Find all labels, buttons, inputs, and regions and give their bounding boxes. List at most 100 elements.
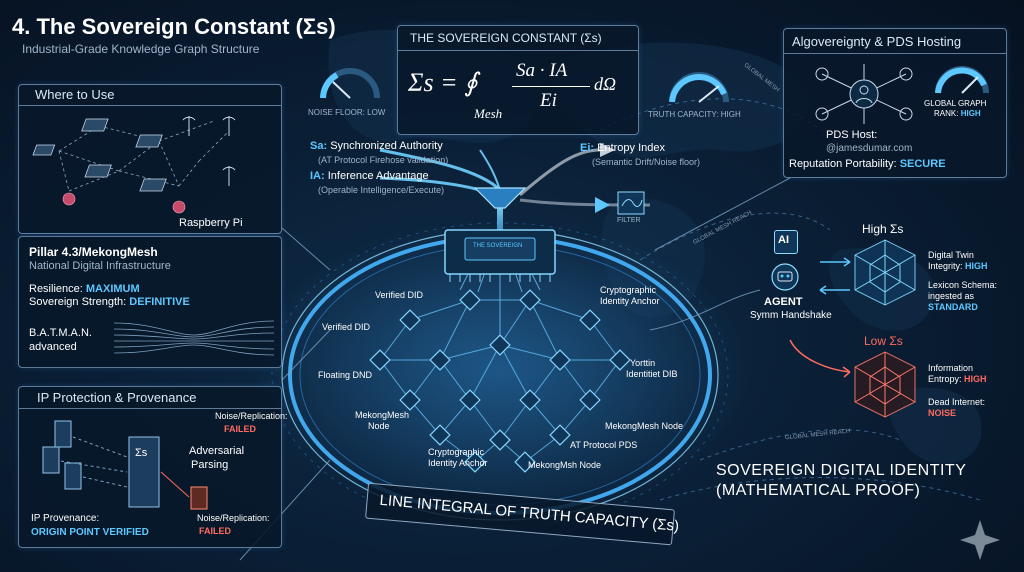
high-sigma-label: High Σs — [862, 222, 904, 236]
batman-sub-label: advanced — [29, 341, 77, 353]
global-graph-rank-row: RANK: HIGH — [934, 109, 981, 118]
formula-panel: THE SOVEREIGN CONSTANT (Σs) Σs = ∮ Mesh … — [397, 25, 639, 135]
digital-twin-label: Digital Twin — [928, 250, 974, 260]
formula-denominator: Ei — [540, 90, 557, 111]
pillar-title: Pillar 4.3/MekongMesh — [29, 245, 158, 259]
pillar-subtitle: National Digital Infrastructure — [29, 260, 171, 272]
noise-gauge-icon — [320, 68, 380, 99]
global-graph-rank-label: GLOBAL GRAPH — [924, 99, 987, 108]
yorttin-label: Yorttin — [630, 358, 656, 368]
routing-waveform-icon — [114, 320, 274, 356]
ia-label: Inference Advantage — [327, 170, 429, 182]
truth-gauge-icon — [669, 72, 729, 103]
ei-description: (Semantic Drift/Noise floor) — [592, 157, 701, 167]
page-title: 4. The Sovereign Constant (Σs) — [12, 14, 336, 39]
low-sigma-label: Low Σs — [864, 334, 903, 348]
digital-twin-integrity-value: HIGH — [965, 261, 988, 271]
lexicon-label: Lexicon Schema: — [928, 280, 998, 290]
noise-replication-value-top: FAILED — [224, 424, 257, 434]
rank-label: RANK: — [934, 109, 959, 118]
sovereign-identity-title: SOVEREIGN DIGITAL IDENTITY — [716, 462, 967, 479]
noise-floor-label: NOISE FLOOR: LOW — [308, 108, 386, 117]
info-entropy-row: Entropy: HIGH — [928, 374, 987, 384]
strength-row: Sovereign Strength: DEFINITIVE — [29, 296, 190, 308]
ia-definition: IA: Inference Advantage — [310, 170, 429, 182]
filter-label: FILTER — [617, 217, 641, 224]
lexicon-sub-label: ingested as — [928, 291, 975, 301]
resilience-value: MAXIMUM — [85, 283, 140, 295]
yorttin-sub-label: Identitiet DIB — [626, 369, 678, 379]
mekong-node-label-2: MekongMsh Node — [528, 460, 602, 470]
identity-hub-icon — [815, 64, 913, 124]
rank-value: HIGH — [960, 109, 981, 118]
crypto-anchor-label-1: Cryptographic — [600, 285, 657, 295]
ip-protection-title: IP Protection & Provenance — [37, 390, 197, 405]
crypto-anchor-label-1b: Identity Anchor — [600, 296, 660, 306]
crypto-anchor-label-2: Cryptographic — [428, 447, 485, 457]
sovereign-identity-subtitle: (MATHEMATICAL PROOF) — [716, 482, 921, 499]
parsing-label: Parsing — [191, 459, 229, 471]
verified-did-label-2: Verified DID — [322, 322, 371, 332]
dead-internet-value: NOISE — [928, 408, 957, 418]
noise-replication-value-bottom: FAILED — [199, 526, 232, 536]
panel-connectors — [239, 177, 791, 561]
high-sigma-crystal — [854, 239, 916, 306]
ip-provenance-label: IP Provenance: — [31, 513, 100, 524]
sa-label: Synchronized Authority — [330, 140, 443, 152]
sa-symbol: Sa: — [310, 140, 328, 152]
ip-provenance-value: ORIGIN POINT VERIFIED — [31, 527, 149, 538]
mekong-node-label-3: MekongMesh Node — [605, 421, 684, 431]
pds-hosting-panel: Algovereignty & PDS Hosting GLOBAL GRAPH… — [783, 28, 1007, 178]
adversarial-label: Adversarial — [189, 445, 245, 457]
digital-twin-row: Integrity: HIGH — [928, 261, 988, 271]
where-to-use-title: Where to Use — [35, 87, 115, 102]
portability-label: Reputation Portability: — [789, 158, 897, 170]
ai-chip-icon: AI — [774, 230, 798, 254]
noise-replication-label-top: Noise/Replication: — [215, 411, 288, 421]
device-network-diagram — [32, 116, 236, 214]
where-to-use-panel: Where to Use — [18, 84, 282, 234]
portability-value: SECURE — [899, 158, 946, 170]
truth-capacity-label: TRUTH CAPACITY: HIGH — [648, 110, 741, 119]
ip-protection-panel: IP Protection & Provenance Σs Noise/Repl… — [18, 386, 288, 548]
funnel-beams — [379, 143, 651, 249]
noise-replication-label-bottom: Noise/Replication: — [197, 513, 270, 523]
resilience-label: Resilience: — [29, 283, 83, 295]
agent-sub-label: Symm Handshake — [750, 310, 832, 321]
lexicon-value: STANDARD — [928, 302, 978, 312]
right-flow-arrows — [789, 257, 851, 378]
portability-row: Reputation Portability: SECURE — [789, 158, 946, 170]
ia-symbol: IA: — [310, 170, 325, 182]
chip-label: THE SOVEREIGN — [473, 243, 523, 249]
mesh-glow — [250, 220, 750, 520]
info-entropy-sub-label: Entropy: — [928, 374, 962, 384]
strength-value: DEFINITIVE — [129, 296, 190, 308]
sa-definition: Sa: Synchronized Authority — [310, 140, 443, 152]
crypto-anchor-label-2b: Identity Anchor — [428, 458, 488, 468]
ia-description: (Operable Intelligence/Execute) — [318, 185, 445, 195]
mesh-node-cubes — [369, 289, 631, 473]
resilience-row: Resilience: MAXIMUM — [29, 283, 140, 295]
mekong-node-label-1b: Node — [368, 421, 390, 431]
ip-sigma-label: Σs — [135, 447, 148, 459]
strength-label: Sovereign Strength: — [29, 296, 127, 308]
at-pds-label: AT Protocol PDS — [570, 440, 638, 450]
verified-did-label-1: Verified DID — [375, 290, 424, 300]
agent-label: AGENT — [764, 296, 803, 308]
floating-dnd-label: Floating DND — [318, 370, 373, 380]
low-sigma-crystal — [854, 351, 916, 418]
digital-twin-integrity-label: Integrity: — [928, 261, 963, 271]
dead-internet-label: Dead Internet: — [928, 397, 986, 407]
info-entropy-value: HIGH — [964, 374, 987, 384]
sparkle-icon — [960, 520, 1000, 560]
formula-differential: dΩ — [594, 74, 617, 94]
ei-definition: Ei: Entropy Index — [580, 142, 665, 154]
fraction-bar — [512, 86, 590, 87]
ip-server-diagram — [42, 420, 208, 510]
formula-numerator: Sa · IA — [516, 60, 568, 81]
raspberry-pi-label: Raspberry Pi — [179, 217, 243, 229]
pillar-panel: Pillar 4.3/MekongMesh National Digital I… — [18, 236, 282, 368]
ai-chip-label: AI — [778, 234, 789, 246]
